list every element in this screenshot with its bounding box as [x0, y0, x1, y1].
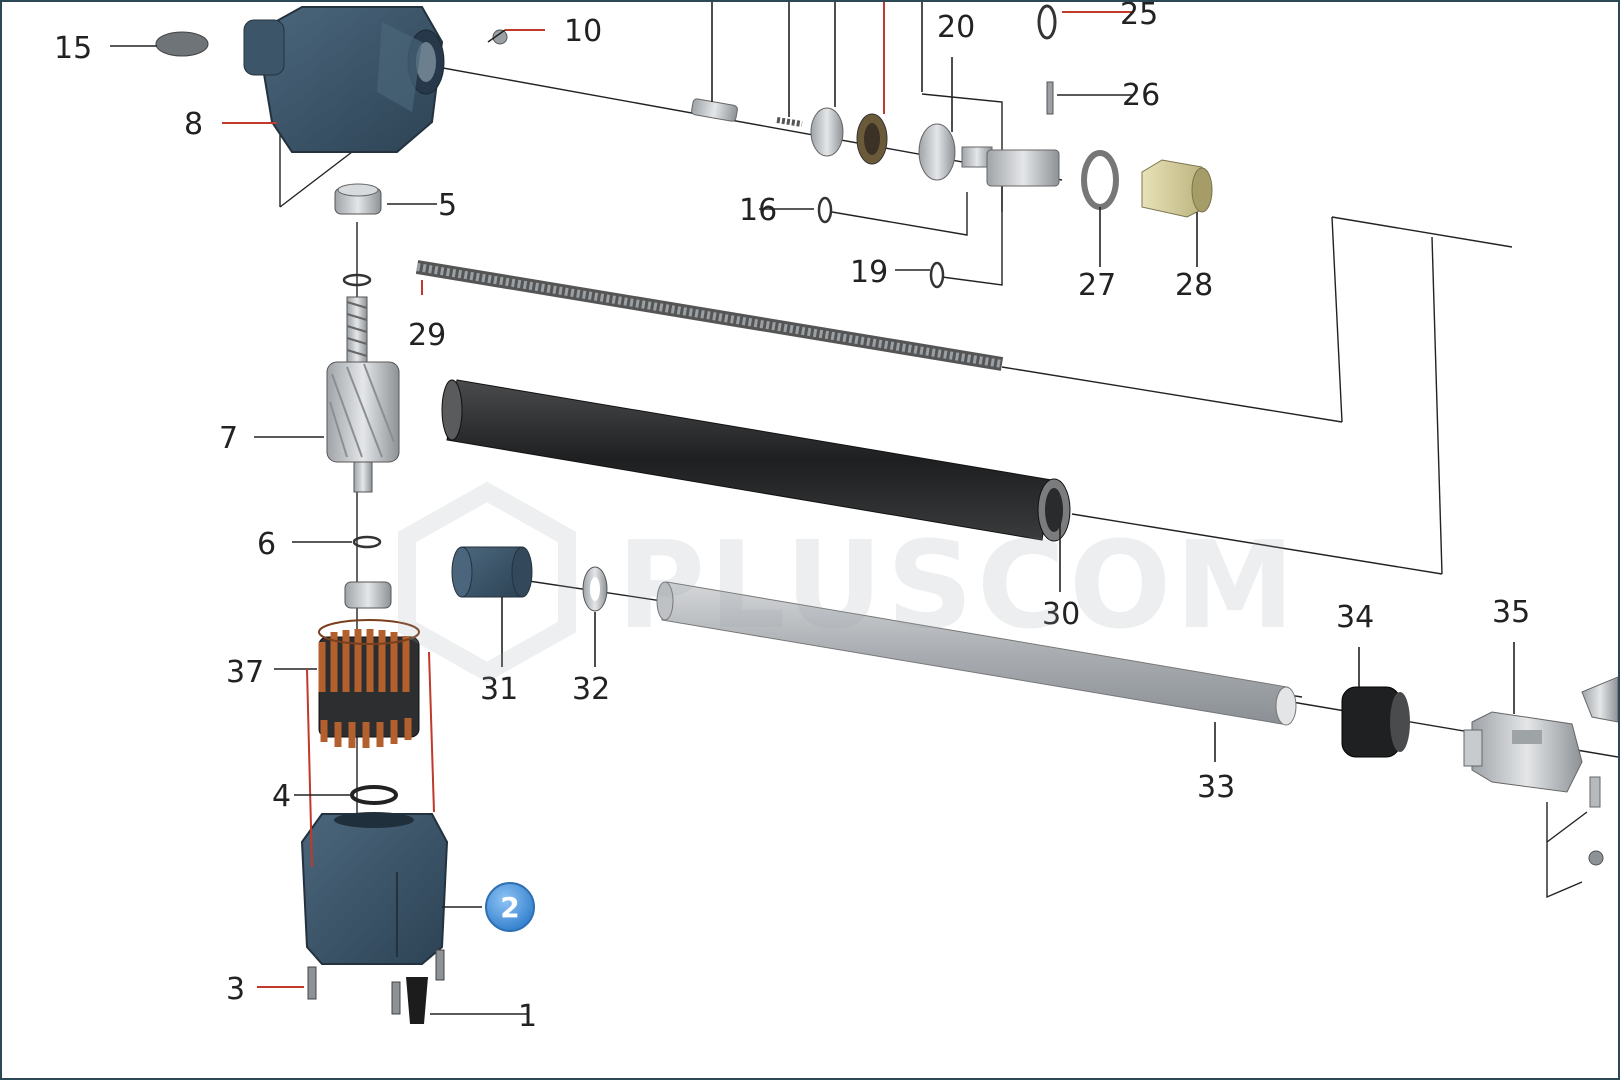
label-part-35: 35: [1492, 595, 1530, 630]
part-circlip-upper: [342, 273, 372, 287]
part-30-outer-tube: [441, 379, 1071, 542]
part-28-brass-nut: [1141, 159, 1213, 218]
part-35-end-fitting: [1463, 711, 1583, 793]
label-part-7: 7: [219, 421, 238, 456]
part-29-spindle: [415, 260, 1004, 371]
bearing-lower: [344, 581, 392, 609]
label-part-20: 20: [937, 10, 975, 45]
label-part-3: 3: [226, 972, 245, 1007]
part-34-bumper: [1341, 686, 1410, 758]
assembly-axis-lines: [279, 65, 1618, 922]
label-part-16: 16: [739, 193, 777, 228]
part-16-circlip: [817, 196, 833, 224]
part-27-ring: [1081, 150, 1119, 210]
label-part-10: 10: [564, 14, 602, 49]
part-33-inner-tube: [656, 581, 1297, 726]
part-8-motor-head-housing: [243, 6, 445, 153]
label-part-37: 37: [226, 655, 264, 690]
part-labels: 15 8 10 5 29 7 6 37 4 3 1 16 19 20 25 26…: [54, 2, 1530, 1034]
watermark-hexagon-icon: [398, 481, 576, 683]
label-part-33: 33: [1197, 770, 1235, 805]
part-3-bolts: [307, 949, 445, 1015]
label-part-15: 15: [54, 31, 92, 66]
part-4-o-ring: [350, 785, 398, 805]
label-part-6: 6: [257, 527, 276, 562]
part-19-circlip: [929, 261, 945, 289]
callout-badge[interactable]: 2: [485, 882, 535, 932]
callout-badge-number: 2: [500, 891, 519, 924]
gear-train: [691, 98, 1060, 187]
label-part-8: 8: [184, 107, 203, 142]
label-part-4: 4: [272, 779, 291, 814]
part-25-circlip: [1037, 4, 1057, 40]
label-part-19: 19: [850, 255, 888, 290]
part-26-pin: [1046, 81, 1054, 115]
label-part-32: 32: [572, 672, 610, 707]
watermark-text: PLUSCOM: [617, 517, 1299, 656]
part-6-washer: [352, 535, 382, 549]
label-part-34: 34: [1336, 600, 1374, 635]
leader-lines: [110, 2, 1515, 1015]
part-10-screw: [492, 29, 508, 45]
motor-housing-bottom: [300, 812, 449, 965]
part-37-stator: [318, 619, 420, 748]
label-part-29: 29: [408, 318, 446, 353]
label-part-26: 26: [1122, 78, 1160, 113]
part-1-cable-gland: [406, 977, 428, 1024]
part-31-bushing: [451, 546, 533, 598]
bracket-right: [1581, 676, 1618, 866]
label-part-1: 1: [518, 999, 537, 1034]
part-7-rotor: [326, 296, 400, 493]
watermark: PLUSCOM: [398, 481, 1299, 683]
label-part-25: 25: [1120, 2, 1158, 32]
label-part-27: 27: [1078, 268, 1116, 303]
part-5-bearing: [334, 183, 382, 215]
label-part-5: 5: [438, 188, 457, 223]
part-15-key: [155, 31, 209, 57]
label-part-28: 28: [1175, 268, 1213, 303]
label-part-30: 30: [1042, 597, 1080, 632]
part-32-ring: [582, 566, 608, 612]
label-part-31: 31: [480, 672, 518, 707]
